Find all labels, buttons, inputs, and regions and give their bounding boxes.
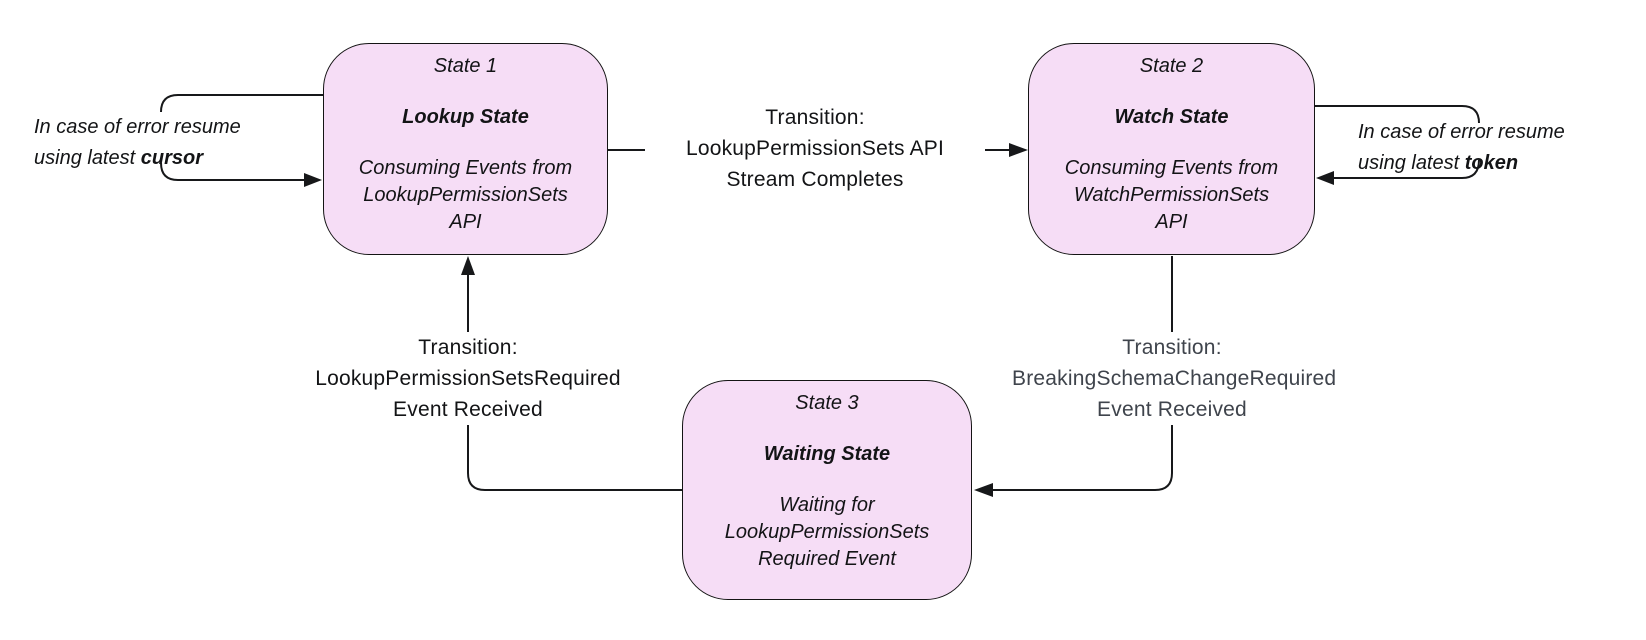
arrowhead-loop-into-state1	[304, 173, 322, 187]
transition-label-line: Event Received	[393, 398, 543, 421]
state-node-waiting: State 3 Waiting State Waiting for Lookup…	[682, 380, 972, 600]
transition-label-line: Transition:	[765, 106, 865, 129]
transition-label-waiting-to-lookup: Transition: LookupPermissionSetsRequired…	[308, 332, 628, 425]
error-loop-text: In case of error resume using latest	[34, 116, 241, 169]
error-loop-text: In case of error resume using latest	[1358, 121, 1565, 174]
error-loop-label-token: In case of error resume using latest tok…	[1358, 117, 1608, 179]
transition-label-lookup-to-watch: Transition: LookupPermissionSets API Str…	[645, 102, 985, 195]
transition-label-watch-to-waiting: Transition: BreakingSchemaChangeRequired…	[1012, 332, 1337, 425]
transition-label-line: Stream Completes	[726, 168, 904, 191]
state-name: Waiting State	[763, 443, 891, 465]
state-description: Consuming Events from WatchPermissionSet…	[1064, 157, 1279, 233]
arrowhead-into-state3	[974, 483, 993, 497]
state-description: Consuming Events from LookupPermissionSe…	[358, 157, 573, 233]
state-node-content: State 1 Lookup State Consuming Events fr…	[324, 44, 607, 236]
arrowhead-into-state1	[461, 256, 475, 275]
arrowhead-into-state2	[1009, 143, 1028, 157]
state-node-content: State 2 Watch State Consuming Events fro…	[1029, 44, 1314, 236]
error-loop-emphasis: token	[1464, 152, 1519, 174]
error-loop-label-cursor: In case of error resume using latest cur…	[34, 112, 274, 174]
state-node-watch: State 2 Watch State Consuming Events fro…	[1028, 43, 1315, 255]
state-node-content: State 3 Waiting State Waiting for Lookup…	[683, 381, 971, 573]
error-loop-state2-bottom	[1332, 159, 1480, 179]
transition-label-line: Event Received	[1097, 398, 1247, 421]
arrow-state2-to-state3	[990, 256, 1173, 491]
arrow-state3-to-state1	[467, 273, 682, 491]
state-title: State 3	[795, 392, 859, 414]
state-description: Waiting for LookupPermissionSets Require…	[724, 494, 930, 570]
transition-label-line: LookupPermissionSets API	[685, 137, 945, 160]
state-title: State 1	[433, 55, 498, 77]
error-loop-emphasis: cursor	[140, 147, 203, 169]
arrowhead-loop-into-state2	[1316, 171, 1334, 185]
error-loop-state1-top	[160, 94, 323, 113]
state-name: Lookup State	[402, 106, 529, 128]
error-loop-state1-bottom	[160, 162, 306, 181]
state-name: Watch State	[1114, 106, 1229, 128]
state-title: State 2	[1139, 55, 1204, 77]
error-loop-state2-top	[1315, 105, 1480, 124]
transition-label-line: LookupPermissionSetsRequired	[315, 367, 621, 390]
state-node-lookup: State 1 Lookup State Consuming Events fr…	[323, 43, 608, 255]
transition-label-line: BreakingSchemaChangeRequired	[1012, 367, 1337, 390]
transition-label-line: Transition:	[1122, 336, 1222, 359]
transition-label-line: Transition:	[418, 336, 518, 359]
